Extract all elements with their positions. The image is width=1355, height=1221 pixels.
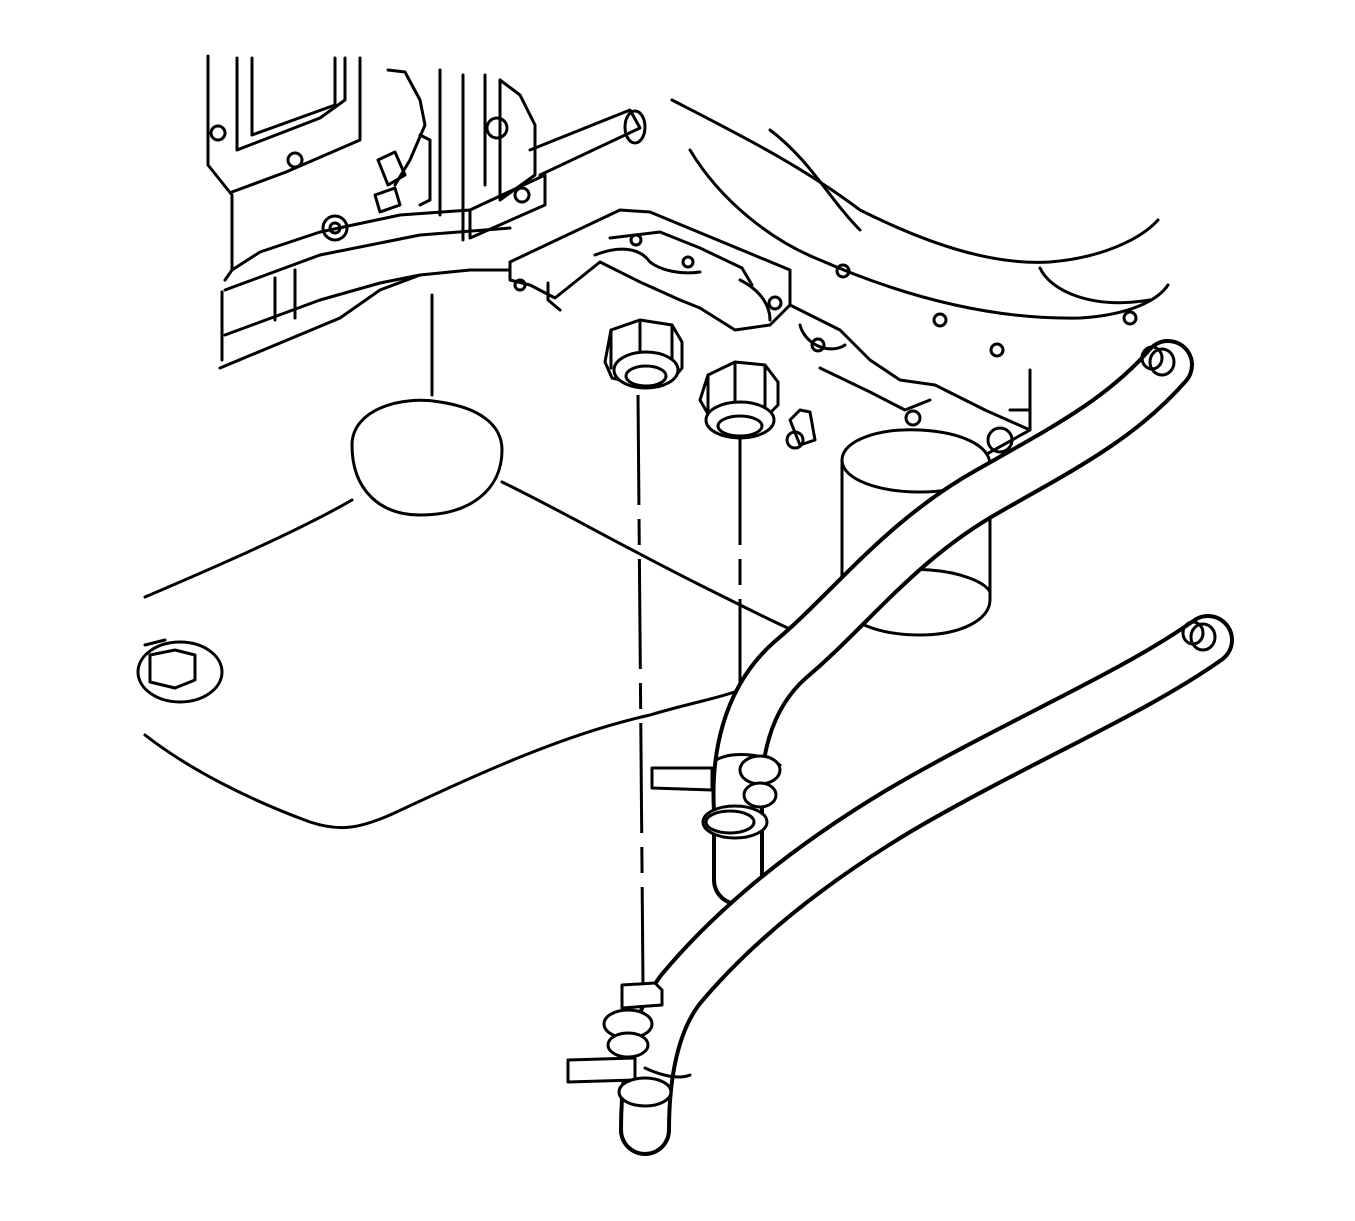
oil-cooler-adapter bbox=[508, 208, 1032, 450]
oil-pan bbox=[143, 290, 817, 830]
alignment-lines bbox=[636, 394, 742, 986]
alignment-line-left bbox=[636, 394, 645, 986]
lower-cooler-line-fitting bbox=[698, 360, 780, 440]
bell-housing bbox=[670, 98, 1170, 457]
drain-plug bbox=[136, 638, 224, 704]
lower-cooler-line bbox=[566, 614, 1234, 1156]
upper-cooler-line-fitting bbox=[603, 318, 684, 390]
upper-cooler-line bbox=[650, 339, 1194, 906]
transmission-case bbox=[206, 54, 647, 370]
